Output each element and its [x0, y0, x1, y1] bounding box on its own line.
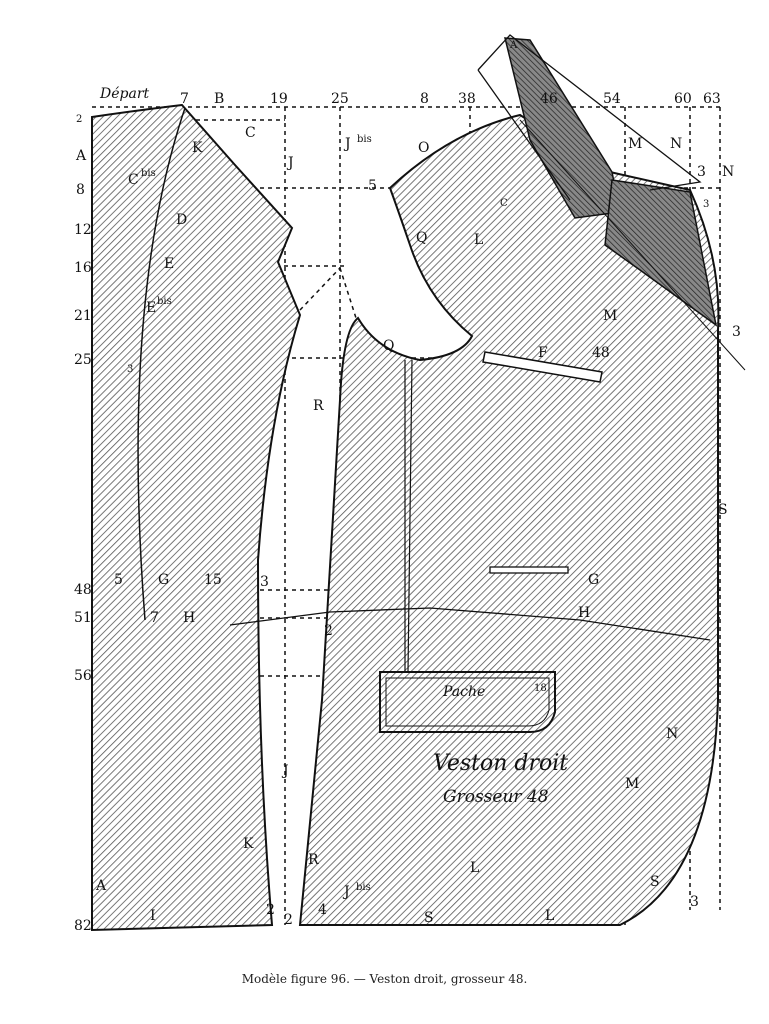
top-scale-B: B	[214, 91, 224, 107]
label-3-lapel: 3	[703, 199, 709, 210]
label-5: 5	[368, 178, 377, 194]
pocket-number: 18	[534, 683, 547, 694]
left-scale-2: 2	[76, 114, 82, 125]
collar-outline	[477, 34, 702, 201]
label-2-hem-front: 2	[284, 912, 293, 928]
label-H: H	[183, 610, 195, 626]
waist-line	[229, 607, 711, 641]
label-Jbis-lower: J	[342, 884, 350, 900]
top-scale-25: 25	[331, 91, 349, 107]
label-N-right: N	[722, 164, 734, 180]
left-scale-82: 82	[74, 918, 92, 934]
label-L: L	[474, 232, 483, 248]
point-labels: C K C bis J J bis O 5 C D Q L E E bis M …	[95, 40, 741, 928]
breast-pocket-welt	[482, 351, 603, 383]
lower-pocket-welt	[489, 566, 569, 574]
top-scale-46: 46	[540, 91, 558, 107]
label-R: R	[313, 398, 324, 414]
label-3-hem: 3	[690, 894, 699, 910]
break-line	[519, 119, 746, 371]
left-scale-21: 21	[74, 308, 92, 324]
label-5-lower: 5	[114, 572, 123, 588]
top-scale-8: 8	[420, 91, 429, 107]
label-M-top: M	[628, 136, 642, 152]
label-3-top: 3	[697, 164, 706, 180]
label-3-break: 3	[732, 324, 741, 340]
label-H-front: H	[578, 605, 590, 621]
label-3-back: 3	[127, 364, 133, 375]
label-O: O	[418, 140, 429, 156]
label-G: G	[158, 572, 169, 588]
label-M: M	[603, 308, 617, 324]
label-bis: bis	[357, 134, 372, 145]
label-K: K	[192, 140, 203, 156]
left-scale-8: 8	[76, 182, 85, 198]
label-4: 4	[318, 902, 327, 918]
top-scale-54: 54	[603, 91, 621, 107]
pattern-size: Grosseur 48	[443, 787, 549, 807]
label-Jbis: J	[343, 136, 351, 152]
label-J: J	[286, 155, 294, 171]
top-scale-7: 7	[180, 91, 189, 107]
label-M-lower: M	[625, 776, 639, 792]
label-C: C	[245, 125, 256, 141]
label-48: 48	[592, 345, 610, 361]
left-scale-12: 12	[74, 222, 92, 238]
label-R-lower: R	[308, 852, 319, 868]
label-S: S	[718, 502, 728, 518]
label-Cbis: C	[128, 172, 139, 188]
label-7: 7	[150, 610, 159, 626]
top-scale-38: 38	[458, 91, 476, 107]
top-scale-63: 63	[703, 91, 721, 107]
left-scale-51: 51	[74, 610, 92, 626]
label-Cbis-front: C	[500, 198, 508, 209]
label-3: 3	[260, 574, 269, 590]
label-15: 15	[204, 572, 222, 588]
side-dart-2	[407, 359, 413, 673]
left-scale-56: 56	[74, 668, 92, 684]
top-scale-60: 60	[674, 91, 692, 107]
label-bis: bis	[356, 882, 371, 893]
label-Q-lower: Q	[383, 338, 394, 354]
label-2: 2	[324, 623, 333, 639]
pattern-title: Veston droit	[433, 751, 568, 776]
left-scale-25: 25	[74, 352, 92, 368]
back-panel	[91, 103, 302, 932]
label-2-hem-back: 2	[266, 902, 275, 918]
label-J-lower: J	[281, 763, 289, 779]
back-seam-curve	[137, 107, 186, 621]
label-Ebis: E	[146, 300, 156, 316]
label-G-front: G	[588, 572, 599, 588]
label-N: N	[666, 726, 678, 742]
pocket-flap	[379, 671, 556, 733]
label-D: D	[176, 212, 187, 228]
label-L-hem: L	[545, 908, 554, 924]
left-scale-16: 16	[74, 260, 92, 276]
figure-caption: Modèle figure 96. — Veston droit, grosse…	[241, 972, 528, 986]
label-K-lower: K	[243, 836, 254, 852]
label-L-lower: L	[470, 860, 479, 876]
label-A: A	[95, 878, 107, 894]
label-N-top: N	[670, 136, 682, 152]
pocket-label: Pache	[442, 684, 485, 700]
pocket-flap-inner	[385, 677, 550, 727]
label-F: F	[538, 345, 548, 361]
label-bis: bis	[141, 168, 156, 179]
lapel	[604, 179, 718, 327]
label-bis: bis	[157, 296, 172, 307]
left-scale-A: A	[75, 148, 87, 164]
label-E: E	[164, 256, 174, 272]
label-S-hem: S	[424, 910, 434, 926]
start-label: Départ	[99, 86, 150, 102]
label-Q: Q	[416, 230, 427, 246]
top-scale-19: 19	[270, 91, 288, 107]
label-I: I	[150, 908, 156, 924]
label-S-lower: S	[650, 874, 660, 890]
label-A-collar: A	[509, 40, 518, 51]
left-scale-48: 48	[74, 582, 92, 598]
